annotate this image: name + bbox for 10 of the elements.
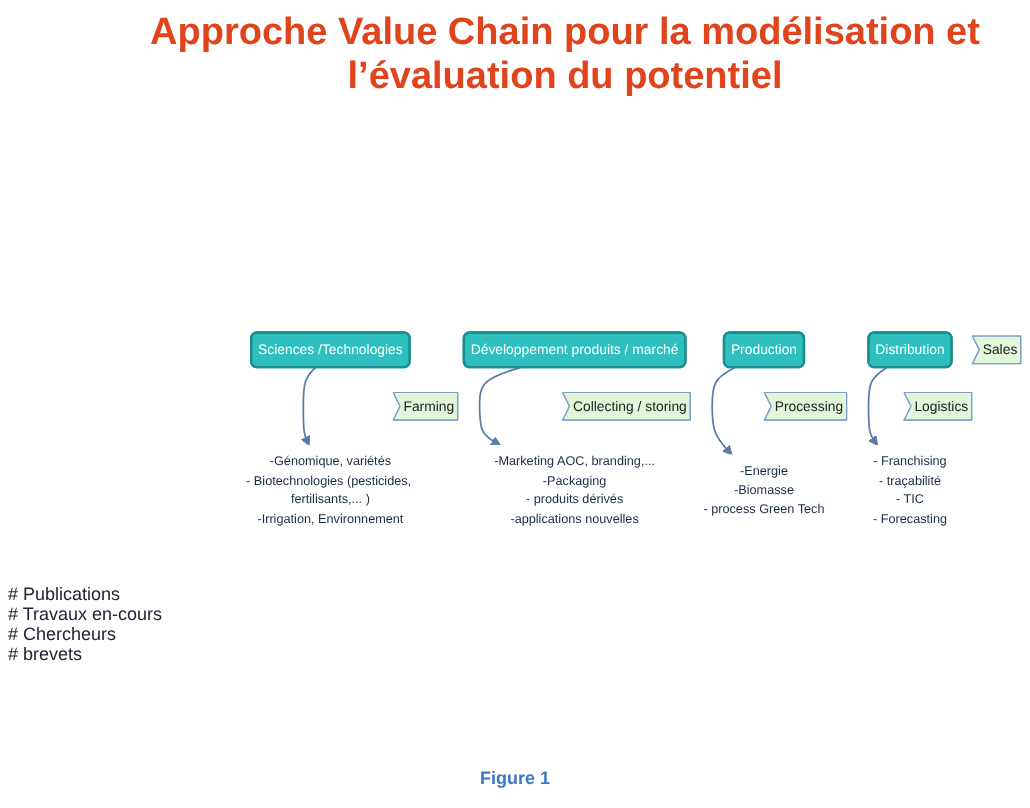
note-text: # Travaux en-cours: [8, 603, 165, 624]
arrow: [711, 366, 736, 455]
arrow: [867, 366, 888, 446]
arrow: [478, 366, 522, 446]
note-text: # Publications: [8, 583, 123, 604]
arrow: [300, 366, 317, 446]
caption: Figure 1: [477, 767, 552, 788]
note-text: # Chercheurs: [8, 623, 119, 644]
note-text: # brevets: [8, 643, 85, 664]
title: Approche Value Chain pour la modélisation et l’évaluation du potentiel: [148, 12, 982, 100]
